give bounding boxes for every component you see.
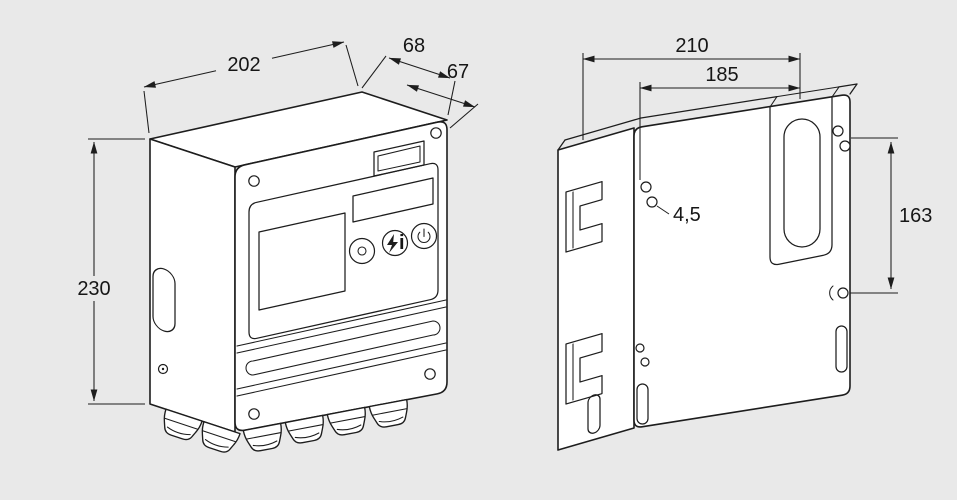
top-face-edges: [557, 83, 858, 151]
mounting-hole: [832, 125, 844, 137]
mounting-channel: [769, 86, 840, 266]
front-perspective-view: i: [77, 35, 479, 457]
screw-icon: [248, 175, 260, 187]
extension-line: [449, 103, 479, 129]
power-symbol-icon: [417, 228, 431, 244]
vent-slot-right: [835, 325, 848, 373]
enclosure-body: [557, 83, 858, 451]
extension-line: [447, 80, 456, 116]
dimension-label: 202: [227, 54, 260, 76]
seam-line: [236, 342, 447, 390]
label-window: [352, 177, 434, 223]
rear-view: 210 185 4,5 163: [557, 35, 932, 451]
dimension-label: 210: [675, 35, 708, 57]
info-glyph: i: [399, 232, 405, 254]
screw-icon: [248, 408, 260, 420]
side-panel-features: [152, 267, 176, 375]
dimension-line: [143, 70, 217, 88]
dimension-mount-spacing-horizontal: 185: [639, 64, 801, 180]
seam-line: [236, 306, 447, 354]
mounting-holes-top-left: [640, 181, 658, 208]
dimension-width: 202: [143, 41, 359, 134]
edge-line: [849, 83, 858, 95]
edge-line: [838, 83, 858, 88]
panel-frame: [248, 162, 439, 340]
control-panel: i: [248, 162, 439, 340]
dimension-line: [406, 84, 476, 108]
reset-dot-icon: [357, 246, 367, 256]
channel-top-cut: [769, 96, 778, 108]
dimension-label: 230: [77, 278, 110, 300]
dimension-total-width: 210: [582, 35, 801, 140]
mounting-hole: [837, 287, 849, 299]
mounting-hole: [646, 196, 658, 208]
rail-clip: [565, 180, 603, 253]
mounting-hole: [635, 343, 645, 353]
seam-line: [236, 349, 447, 397]
side-bottom-slot: [587, 394, 601, 434]
screw-icon: [430, 127, 442, 139]
channel-top-cut: [831, 86, 840, 98]
power-button: [410, 222, 438, 250]
dimension-label: 4,5: [673, 204, 701, 226]
bottom-left-features: [635, 343, 650, 425]
side-screw-dot: [161, 367, 165, 371]
lower-strip: [245, 320, 441, 376]
extension-line: [361, 55, 387, 89]
housing-seams: [236, 299, 447, 397]
left-side-face: [557, 127, 635, 451]
dimension-mount-spacing-vertical: 163: [850, 137, 932, 294]
left-side-face: [149, 138, 236, 433]
channel-slot: [783, 118, 821, 248]
extension-line: [345, 44, 359, 87]
leader-line: [656, 205, 670, 215]
dimension-label: 68: [403, 35, 425, 57]
edge-line: [557, 139, 566, 151]
display-glass: [377, 145, 421, 172]
corner-screws: [248, 127, 442, 420]
dimension-depth: 68 67: [361, 35, 479, 129]
side-label-slot: [152, 267, 176, 333]
dimension-label: 163: [899, 205, 932, 227]
channel-top-cut: [776, 86, 840, 98]
vent-slot-left: [636, 383, 649, 425]
channel-outline: [769, 96, 833, 266]
rail-clips: [565, 180, 603, 434]
dimension-label: 67: [447, 61, 469, 83]
seam-line: [236, 299, 447, 347]
reset-button: [348, 237, 376, 265]
mounting-hole: [839, 140, 851, 152]
main-display: [258, 212, 346, 311]
extension-line: [143, 90, 150, 134]
dimension-label: 185: [705, 64, 738, 86]
dimension-line: [388, 57, 451, 79]
mounting-hole-right-mid: [829, 285, 849, 301]
hole-arc: [829, 285, 834, 301]
front-face: [234, 121, 448, 432]
mounting-holes-top-right: [832, 125, 851, 152]
dimension-line: [271, 41, 345, 59]
mounting-hole: [640, 181, 652, 193]
mounting-hole: [640, 357, 650, 367]
info-button: i: [381, 229, 409, 257]
back-face: [633, 94, 851, 428]
rail-clip: [565, 332, 603, 405]
flash-icon: [387, 234, 398, 253]
dimension-height: 230: [77, 138, 145, 405]
hole-diameter-callout: 4,5: [656, 204, 701, 226]
screw-icon: [424, 368, 436, 380]
reset-button-icon: [348, 237, 376, 265]
enclosure-body: [149, 91, 448, 433]
edge-line: [564, 95, 778, 141]
